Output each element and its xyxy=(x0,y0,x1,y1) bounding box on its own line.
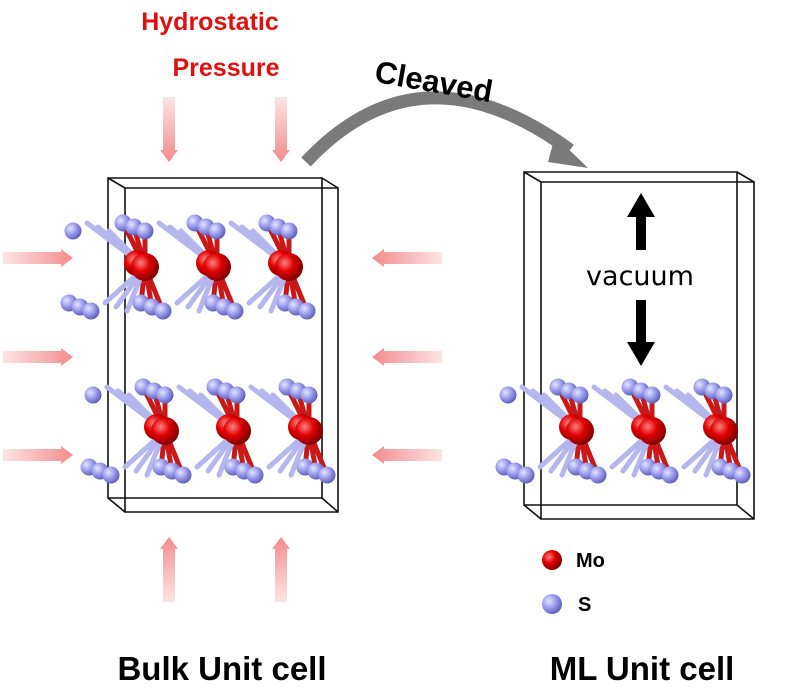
s-atom xyxy=(517,466,535,484)
s-atom xyxy=(589,466,607,484)
s-atom xyxy=(208,222,226,240)
mo-atom xyxy=(203,253,231,281)
legend-s-swatch xyxy=(542,594,562,614)
mo-atoms xyxy=(559,414,738,445)
s-atom xyxy=(174,466,192,484)
s-atoms xyxy=(80,378,336,484)
s-atoms xyxy=(495,378,751,484)
s-atom xyxy=(82,302,100,320)
legend-mo-label: Mo xyxy=(576,550,605,572)
mo-atom xyxy=(275,253,303,281)
pressure-arrow-left-2 xyxy=(3,348,73,366)
ml-unit-cell-frame xyxy=(523,171,755,520)
mo-atom xyxy=(131,253,159,281)
mo-atoms xyxy=(124,250,303,281)
s-atom xyxy=(715,386,733,404)
s-atom xyxy=(84,386,102,404)
pressure-arrow-bottom-right xyxy=(272,537,290,602)
s-atom xyxy=(102,466,120,484)
s-atom xyxy=(64,222,82,240)
bulk-unit-cell-frame xyxy=(107,177,339,513)
mo-atoms xyxy=(144,414,323,445)
s-atom xyxy=(318,466,336,484)
pressure-arrow-left-3 xyxy=(3,446,73,464)
bulk-top-mos2-layer xyxy=(60,214,316,320)
mo-atom xyxy=(710,417,738,445)
mo-atom xyxy=(566,417,594,445)
legend-mo-swatch xyxy=(542,550,562,570)
s-atom xyxy=(136,222,154,240)
s-atom xyxy=(499,386,517,404)
double-arrow-icon xyxy=(627,193,655,366)
s-atom xyxy=(280,222,298,240)
s-atom xyxy=(228,386,246,404)
pressure-arrow-top-right xyxy=(272,97,290,162)
mo-atom xyxy=(295,417,323,445)
pressure-arrow-right-1 xyxy=(372,249,442,267)
ml-caption: ML Unit cell xyxy=(550,650,735,687)
s-atom xyxy=(246,466,264,484)
s-atoms xyxy=(60,214,316,320)
pressure-arrow-right-2 xyxy=(372,348,442,366)
s-atom xyxy=(298,302,316,320)
s-atom xyxy=(154,302,172,320)
s-atom xyxy=(226,302,244,320)
s-atom xyxy=(300,386,318,404)
vacuum-label: vacuum xyxy=(586,261,694,292)
mo-atom xyxy=(223,417,251,445)
mo-atom xyxy=(151,417,179,445)
bulk-bottom-mos2-layer xyxy=(80,378,336,484)
pressure-arrows xyxy=(3,97,442,602)
pressure-arrow-left-1 xyxy=(3,249,73,267)
s-atom xyxy=(643,386,661,404)
s-atom xyxy=(733,466,751,484)
pressure-arrow-top-left xyxy=(160,97,178,162)
mo-atom xyxy=(638,417,666,445)
s-atom xyxy=(156,386,174,404)
pressure-arrow-bottom-left xyxy=(160,537,178,602)
ml-mos2-layer xyxy=(495,378,751,484)
s-atom xyxy=(661,466,679,484)
legend: Mo S xyxy=(542,550,605,616)
legend-s-label: S xyxy=(578,594,591,616)
pressure-arrow-right-3 xyxy=(372,446,442,464)
cleave-arrow xyxy=(301,91,588,168)
bulk-caption: Bulk Unit cell xyxy=(117,650,326,687)
pressure-title-line1: Hydrostatic xyxy=(141,8,279,36)
pressure-title-line2: Pressure xyxy=(172,54,279,82)
s-atom xyxy=(571,386,589,404)
